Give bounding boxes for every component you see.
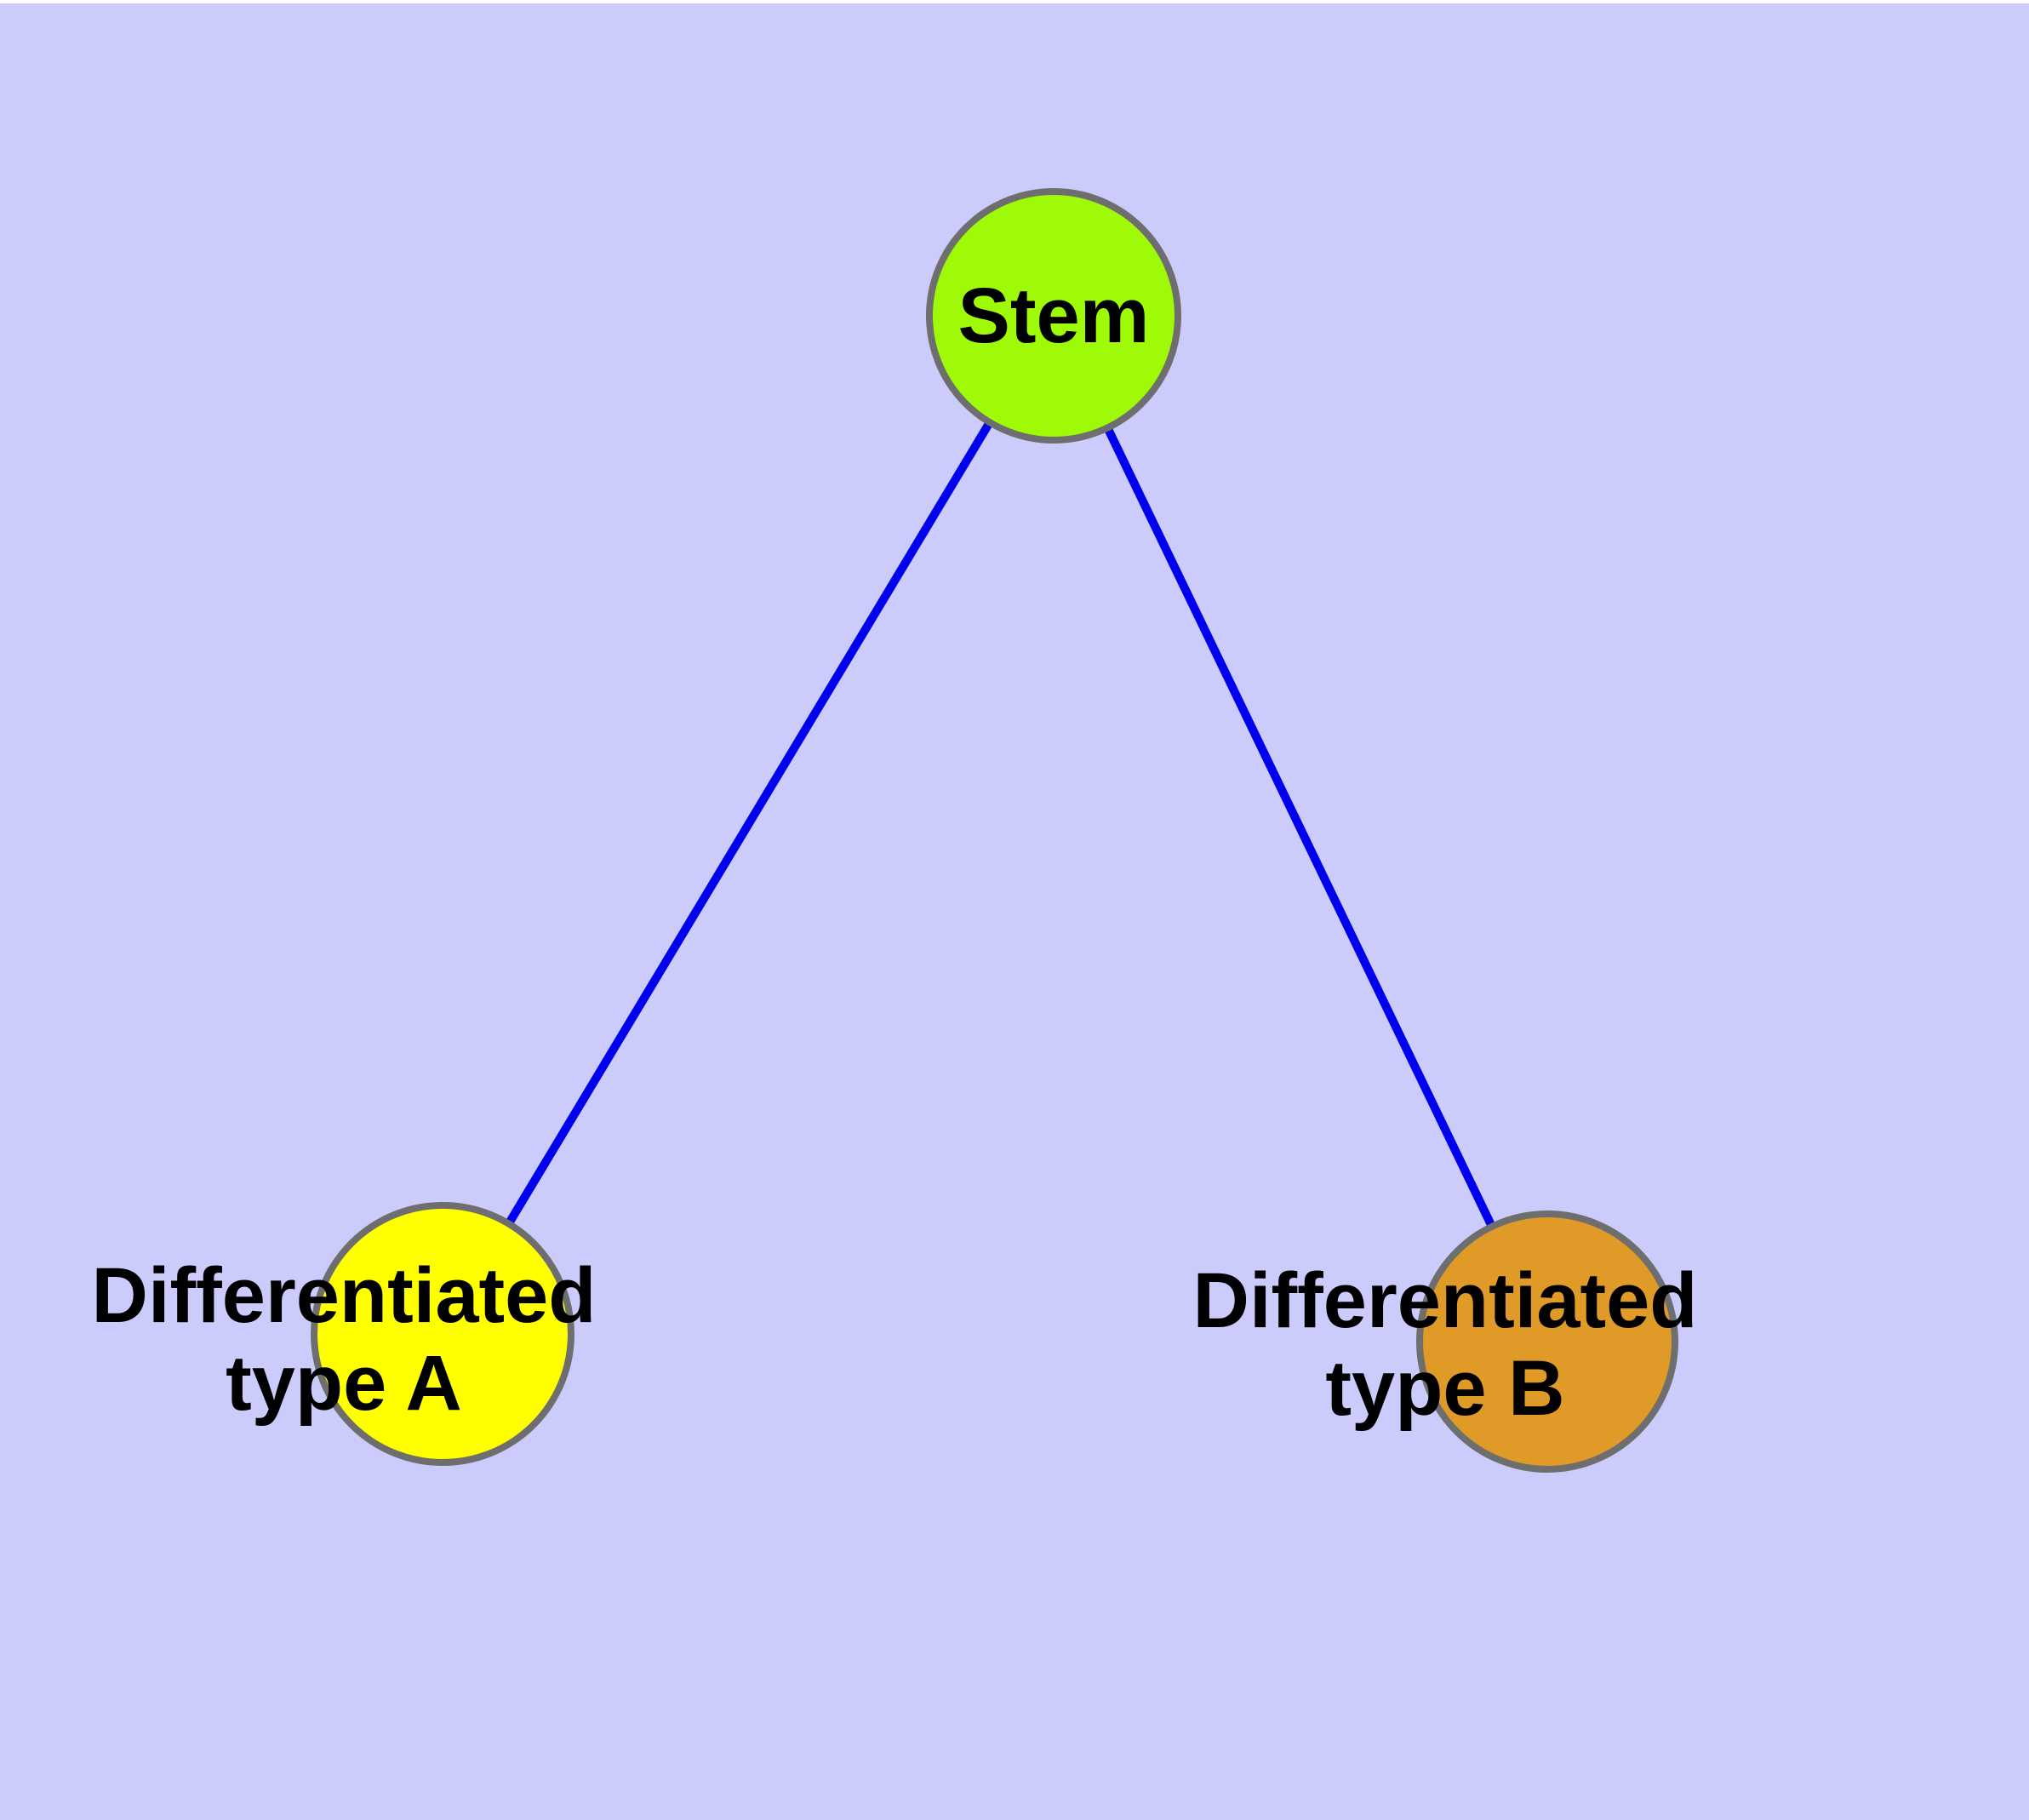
node-stem-label: Stem: [958, 272, 1150, 359]
node-differentiated-type-b[interactable]: [1416, 1210, 1678, 1473]
node-differentiated-type-b-label-line1: Differentiated: [1193, 1257, 1698, 1344]
edge-layer: [438, 313, 1552, 1344]
node-differentiated-type-a[interactable]: [311, 1202, 574, 1466]
node-layer: Stem: [311, 188, 1678, 1473]
node-differentiated-type-a-label-line1: Differentiated: [92, 1252, 597, 1339]
edge-stem-to-differentiated-type-b[interactable]: [1049, 313, 1552, 1344]
node-label-layer: Differentiated type A Differentiated typ…: [92, 1252, 1698, 1432]
edge-stem-to-differentiated-type-a[interactable]: [438, 313, 1058, 1336]
node-differentiated-type-a-circle[interactable]: [311, 1202, 574, 1466]
node-stem-circle[interactable]: [926, 188, 1181, 444]
node-stem[interactable]: Stem: [926, 188, 1181, 444]
node-differentiated-type-b-circle[interactable]: [1416, 1210, 1678, 1473]
node-differentiated-type-b-label-line2: type B: [1325, 1345, 1564, 1432]
node-differentiated-type-a-label-line2: type A: [226, 1340, 462, 1427]
